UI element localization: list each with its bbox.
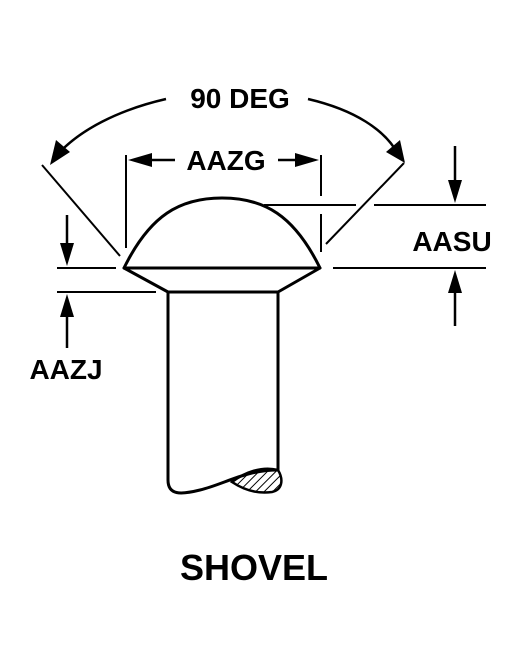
- angle-extension-left: [41, 164, 121, 257]
- shank-to-head-label: AAZJ: [29, 354, 102, 385]
- rivet-shank: [166, 290, 280, 495]
- aazg-arrowhead-right: [295, 153, 319, 167]
- aazg-arrowhead-left: [128, 153, 152, 167]
- angle-arc-right: [307, 97, 400, 155]
- rivet-head-dome: [122, 196, 322, 270]
- angle-arc-left: [57, 97, 167, 155]
- aazj-arrowhead-top: [60, 243, 74, 266]
- aasu-arrowhead-bottom: [448, 270, 462, 293]
- aazj-arrowhead-bottom: [60, 294, 74, 317]
- rivet-head-underside: [122, 266, 322, 294]
- angle-extension-right: [325, 162, 405, 245]
- head-height-label: AASU: [412, 226, 491, 257]
- angle-arrowhead-left: [50, 140, 70, 165]
- head-diameter-label: AAZG: [186, 145, 265, 176]
- angle-arrowhead-right: [386, 140, 405, 163]
- shank-cut-section-hatch: [229, 467, 283, 494]
- angle-label: 90 DEG: [190, 83, 290, 114]
- aasu-arrowhead-top: [448, 180, 462, 203]
- head-style-label: SHOVEL: [180, 547, 328, 588]
